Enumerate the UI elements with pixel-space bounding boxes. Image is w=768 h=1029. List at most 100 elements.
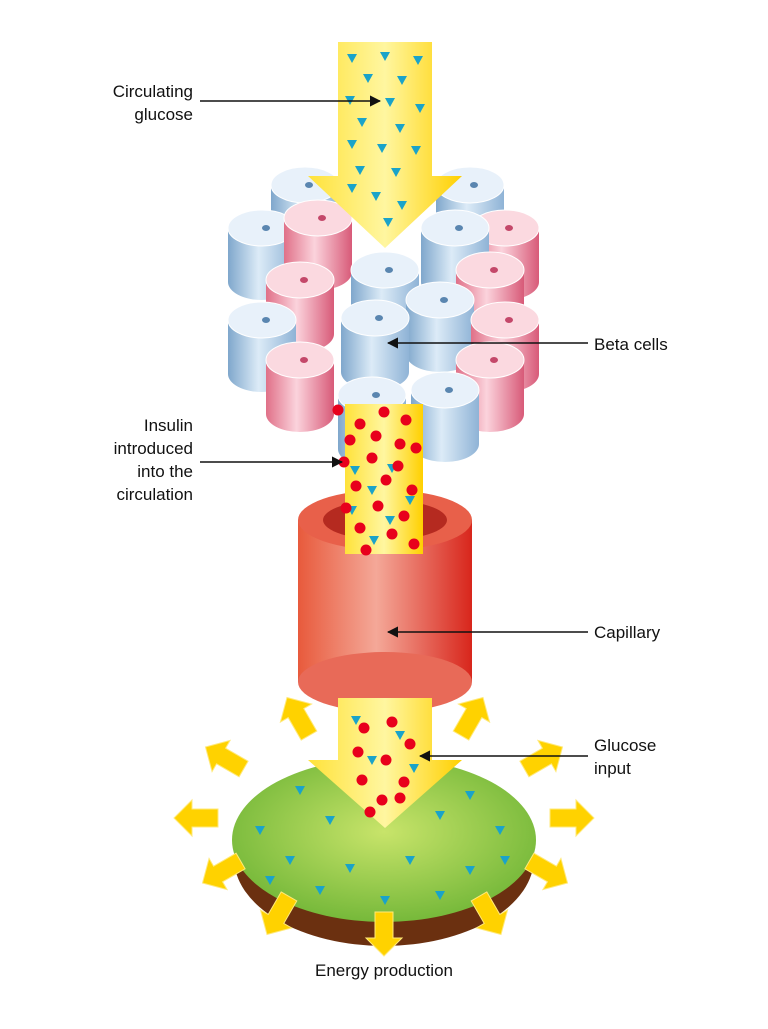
glucose-molecule: [315, 886, 325, 895]
glucose-molecule: [397, 76, 407, 85]
insulin-molecule: [408, 538, 420, 550]
glucose-molecule: [405, 496, 415, 505]
glucose-molecule: [367, 486, 377, 495]
label-line: glucose: [134, 105, 193, 124]
glucose-molecule: [347, 54, 357, 63]
insulin-molecule: [332, 404, 344, 416]
glucose-molecule: [347, 184, 357, 193]
label-insulin-circulation: Insulin introduced into the circulation: [60, 414, 193, 506]
label-line: circulation: [116, 485, 193, 504]
glucose-molecule: [465, 791, 475, 800]
glucose-molecule: [265, 876, 275, 885]
insulin-molecule: [398, 510, 410, 522]
label-energy-production: Energy production: [315, 961, 453, 980]
insulin-molecule: [398, 776, 410, 788]
glucose-molecule: [350, 466, 360, 475]
insulin-molecule: [380, 754, 392, 766]
glucose-molecule: [295, 786, 305, 795]
insulin-molecule: [386, 528, 398, 540]
tissue-base: [232, 758, 536, 946]
insulin-molecule: [392, 460, 404, 472]
energy-arrow: [204, 739, 249, 778]
energy-arrow: [524, 852, 569, 891]
insulin-molecule: [410, 442, 422, 454]
label-capillary: Capillary: [594, 623, 661, 642]
insulin-molecule: [372, 500, 384, 512]
insulin-molecule: [404, 738, 416, 750]
insulin-molecule: [378, 406, 390, 418]
glucose-molecule: [345, 864, 355, 873]
insulin-molecule: [366, 452, 378, 464]
glucose-molecule: [435, 811, 445, 820]
energy-arrow: [364, 911, 404, 957]
energy-arrow: [549, 798, 595, 838]
insulin-molecule: [394, 792, 406, 804]
glucose-molecule: [357, 118, 367, 127]
glucose-molecule: [285, 856, 295, 865]
label-line: into the: [137, 462, 193, 481]
insulin-molecules: [332, 404, 422, 818]
beta-cell: [340, 299, 410, 390]
glucose-molecule: [383, 218, 393, 227]
energy-arrow: [470, 891, 509, 936]
glucose-molecule: [347, 140, 357, 149]
insulin-molecule: [360, 544, 372, 556]
label-glucose-input: Glucose input: [594, 734, 656, 780]
glucose-molecule: [351, 716, 361, 725]
insulin-molecule: [354, 418, 366, 430]
insulin-molecule: [394, 438, 406, 450]
glucose-molecule: [255, 826, 265, 835]
islet-cells: [227, 166, 540, 467]
energy-arrow: [279, 696, 318, 741]
label-line: Glucose: [594, 736, 657, 755]
energy-arrow: [452, 696, 491, 741]
glucose-molecule: [377, 144, 387, 153]
glucose-molecule: [397, 201, 407, 210]
insulin-molecule: [400, 414, 412, 426]
insulin-molecule: [352, 746, 364, 758]
glucose-molecule: [411, 146, 421, 155]
insulin-molecule: [364, 806, 376, 818]
glucose-molecule: [500, 856, 510, 865]
glucose-molecule: [391, 168, 401, 177]
glucose-molecule: [385, 516, 395, 525]
glucose-molecule: [405, 856, 415, 865]
insulin-molecule: [350, 480, 362, 492]
insulin-molecule: [380, 474, 392, 486]
glucose-molecule: [380, 52, 390, 61]
glucose-molecule: [363, 74, 373, 83]
energy-arrow: [173, 798, 219, 838]
label-line: Insulin: [143, 416, 193, 435]
glucose-molecule: [465, 866, 475, 875]
glucose-molecule: [371, 192, 381, 201]
label-line: introduced: [113, 439, 193, 458]
glucose-molecule: [413, 56, 423, 65]
label-beta-cells: Beta cells: [594, 335, 668, 354]
beta-cell: [405, 281, 475, 372]
insulin-molecule: [386, 716, 398, 728]
glucose-molecule: [380, 896, 390, 905]
insulin-molecule: [344, 434, 356, 446]
glucose-molecule: [415, 104, 425, 113]
glucose-molecule: [395, 731, 405, 740]
glucose-molecule: [369, 536, 379, 545]
alpha-cell: [265, 341, 335, 432]
glucose-molecule: [435, 891, 445, 900]
glucose-molecule: [355, 166, 365, 175]
insulin-molecule: [376, 794, 388, 806]
energy-arrow: [201, 852, 246, 891]
glucose-molecule: [395, 124, 405, 133]
label-line: input: [594, 759, 631, 778]
glucose-molecule: [325, 816, 335, 825]
energy-arrows: [173, 696, 595, 957]
energy-arrow: [519, 739, 564, 778]
insulin-molecule: [370, 430, 382, 442]
glucose-molecule: [409, 764, 419, 773]
label-circulating-glucose: Circulating glucose: [60, 80, 193, 126]
leader-lines: [200, 95, 588, 762]
label-line: Circulating: [112, 82, 193, 101]
glucose-molecule: [367, 756, 377, 765]
insulin-molecule: [356, 774, 368, 786]
insulin-molecule: [354, 522, 366, 534]
